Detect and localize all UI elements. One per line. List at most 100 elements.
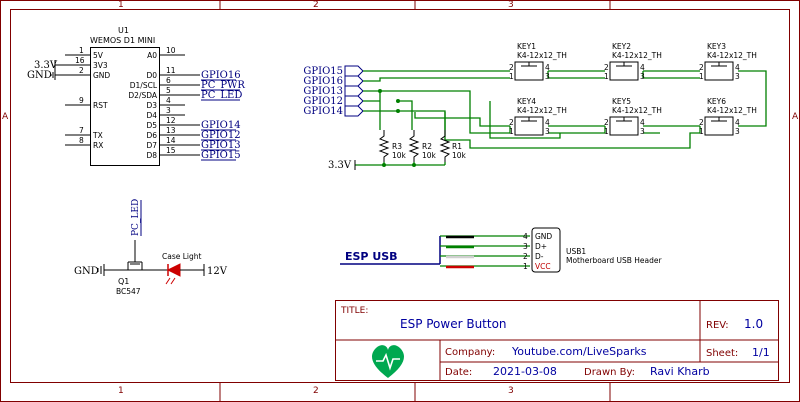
date-value: 2021-03-08 <box>493 365 557 378</box>
case-light-driver: PC_LED GND Q1 BC547 Case Light 12V <box>74 199 228 296</box>
switch-pin: 2 <box>604 118 609 127</box>
u1-pin-name: D8 <box>146 151 157 160</box>
wemos-d1-mini-module: U1 WEMOS D1 MINI 1 5V 16 3V3 2 GND 9 RST… <box>27 26 245 166</box>
switch-value: K4-12x12_TH <box>517 106 567 115</box>
switch-value: K4-12x12_TH <box>612 51 662 60</box>
u1-pin-number: 10 <box>166 46 176 55</box>
supply-label-3v3: 3.3V <box>328 160 352 171</box>
case-light-label: Case Light <box>162 252 202 261</box>
q1-part: BC547 <box>116 287 141 296</box>
junction-dot <box>396 99 400 103</box>
u1-pin-number: 14 <box>166 136 176 145</box>
usb-pin-name: GND <box>535 232 552 241</box>
drawn-by-value: Ravi Kharb <box>650 365 710 378</box>
switch-pin: 3 <box>640 72 645 81</box>
switch-key1: KEY1 K4-12x12_TH 2 4 1 3 <box>509 42 567 81</box>
switch-pin: 4 <box>640 63 645 72</box>
led-icon <box>166 263 181 277</box>
title-label: TITLE: <box>340 306 368 316</box>
usb-pin-number: 3 <box>523 242 528 251</box>
title-block: TITLE: ESP Power Button REV: 1.0 Company… <box>335 300 779 381</box>
u1-pin-name: D4 <box>146 111 157 120</box>
switch-value: K4-12x12_TH <box>517 51 567 60</box>
u1-ground-label: GND <box>27 70 52 81</box>
usb-ref: USB1 <box>566 247 586 256</box>
company-label: Company: <box>445 347 495 358</box>
switch-ref: KEY4 <box>517 97 536 106</box>
resistor-ref: R3 <box>392 142 402 151</box>
u1-pin-number: 7 <box>79 126 84 135</box>
u1-pin-number: 15 <box>166 146 176 155</box>
switch-pin: 1 <box>699 127 704 136</box>
column-marker: 1 <box>118 386 124 396</box>
usb-pin-name: D- <box>535 252 544 261</box>
u1-pin-number: 5 <box>166 86 171 95</box>
usb-pin-name: D+ <box>535 242 547 251</box>
switch-pin: 3 <box>735 72 740 81</box>
net-label-gpio15: GPIO15 <box>201 150 241 161</box>
net-label-gpio12: GPIO12 <box>201 130 241 141</box>
net-label-pc-pwr: PC_PWR <box>201 80 245 91</box>
u1-pin-name: A0 <box>147 51 157 60</box>
u1-part-name: WEMOS D1 MINI <box>90 36 155 45</box>
switch-key5: KEY5 K4-12x12_TH 2 4 1 3 <box>604 97 662 136</box>
resistor-value: 10k <box>452 151 467 160</box>
switch-pin: 3 <box>735 127 740 136</box>
u1-pin-name: GND <box>93 71 110 80</box>
net-label-gpio16: GPIO16 <box>201 70 241 81</box>
u1-pin-number: 16 <box>75 56 85 65</box>
date-label: Date: <box>445 367 472 378</box>
u1-pin-number: 11 <box>166 66 176 75</box>
title-value: ESP Power Button <box>400 317 507 331</box>
switch-pin: 2 <box>699 63 704 72</box>
q1-ref: Q1 <box>118 277 129 286</box>
switch-ref: KEY3 <box>707 42 726 51</box>
switch-value: K4-12x12_TH <box>612 106 662 115</box>
u1-pin-number: 4 <box>166 96 171 105</box>
switch-pin: 4 <box>545 63 550 72</box>
switch-pin: 1 <box>509 127 514 136</box>
switch-ref: KEY2 <box>612 42 631 51</box>
column-marker: 2 <box>313 386 319 396</box>
switch-pin: 3 <box>640 127 645 136</box>
row-marker: A <box>2 112 9 122</box>
u1-pin-name: D6 <box>146 131 157 140</box>
rev-label: REV: <box>706 320 729 331</box>
switch-pin: 2 <box>699 118 704 127</box>
usb-pin-number: 4 <box>523 232 528 241</box>
keypad-wiring <box>355 70 767 167</box>
u1-pin-number: 3 <box>166 106 171 115</box>
switch-value: K4-12x12_TH <box>707 106 757 115</box>
u1-pin-name: D0 <box>146 71 157 80</box>
u1-ref: U1 <box>118 26 129 35</box>
sheet-value: 1/1 <box>752 346 770 359</box>
pullup-resistors: R3 10k R2 10k R1 10k 3.3V <box>328 130 467 171</box>
net-label-gpio13: GPIO13 <box>201 140 241 151</box>
junction-dot <box>382 163 386 167</box>
esp-usb-net-label: ESP USB <box>345 250 398 263</box>
switch-pin: 4 <box>735 63 740 72</box>
switch-pin: 2 <box>509 118 514 127</box>
rev-value: 1.0 <box>744 317 763 331</box>
column-marker: 3 <box>508 386 514 396</box>
usb-pin-number: 1 <box>523 262 528 271</box>
gpio-port-label: GPIO12 <box>303 96 343 107</box>
junction-dot <box>412 163 416 167</box>
switch-key3: KEY3 K4-12x12_TH 2 4 1 3 <box>699 42 757 81</box>
resistor-value: 10k <box>392 151 407 160</box>
switch-pin: 2 <box>509 63 514 72</box>
u1-pin-name: 3V3 <box>93 61 108 70</box>
switch-ref: KEY1 <box>517 42 536 51</box>
u1-pin-name: D3 <box>146 101 157 110</box>
switch-ref: KEY6 <box>707 97 726 106</box>
switch-pin: 4 <box>545 118 550 127</box>
usb-pin-number: 2 <box>523 252 528 261</box>
u1-pin-name: D7 <box>146 141 157 150</box>
switch-pin: 4 <box>735 118 740 127</box>
switch-pin: 1 <box>604 72 609 81</box>
switch-pin: 1 <box>604 127 609 136</box>
u1-pin-number: 6 <box>166 76 171 85</box>
u1-pin-name: RX <box>93 141 103 150</box>
sheet-label: Sheet: <box>706 348 738 359</box>
